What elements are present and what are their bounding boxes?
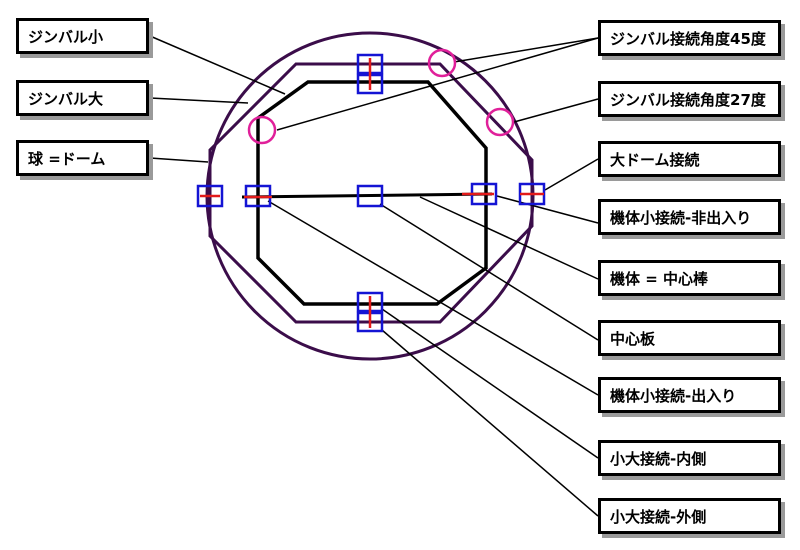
angle-markers: [247, 48, 515, 145]
label-large-dome-connection-text: 大ドーム接続: [610, 150, 700, 169]
gimbal-large-octagon: [208, 62, 534, 324]
label-body-small-conn-io: 機体小接続-出入り: [598, 377, 781, 413]
label-body-small-conn-non-io: 機体小接続-非出入り: [598, 199, 781, 235]
label-small-large-conn-inner: 小大接続-内側: [598, 440, 781, 476]
label-small-large-conn-outer: 小大接続-外側: [598, 498, 781, 534]
label-body-center-rod-text: 機体 = 中心棒: [610, 269, 709, 288]
label-gimbal-angle-45: ジンバル接続角度45度: [598, 20, 781, 56]
leader-lines-right: [267, 37, 599, 517]
label-gimbal-large-text: ジンバル大: [28, 89, 104, 108]
leader-angle27: [513, 98, 599, 123]
label-gimbal-small-text: ジンバル小: [28, 27, 104, 46]
leader-body-small-io: [267, 200, 599, 396]
center-rod: [241, 192, 493, 199]
leader-center-plate: [379, 203, 599, 341]
leader-angle45-a: [453, 37, 599, 63]
angle45-marker-left: [247, 115, 277, 145]
leader-small-large-inner: [381, 308, 599, 459]
gimbal-small-octagon: [256, 80, 488, 306]
label-small-large-conn-inner-text: 小大接続-内側: [610, 449, 707, 468]
label-gimbal-large: ジンバル大: [16, 80, 149, 116]
label-body-small-conn-io-text: 機体小接続-出入り: [610, 386, 737, 405]
label-center-plate-text: 中心板: [610, 329, 656, 348]
label-sphere-dome: 球 =ドーム: [16, 140, 149, 176]
leader-gimbal-small: [149, 35, 286, 95]
angle45-marker-top: [427, 48, 457, 78]
connector-center-plate: [356, 184, 384, 208]
label-gimbal-small: ジンバル小: [16, 18, 149, 54]
label-gimbal-angle-27-text: ジンバル接続角度27度: [610, 90, 766, 109]
label-sphere-dome-text: 球 =ドーム: [28, 149, 106, 168]
label-small-large-conn-outer-text: 小大接続-外側: [610, 507, 707, 526]
leader-lines-left: [149, 35, 286, 163]
label-gimbal-angle-27: ジンバル接続角度27度: [598, 81, 781, 117]
connector-left-outer: [196, 184, 224, 208]
label-gimbal-angle-45-text: ジンバル接続角度45度: [610, 29, 766, 48]
label-body-small-conn-non-io-text: 機体小接続-非出入り: [610, 208, 752, 227]
leader-sphere-dome: [149, 157, 209, 163]
leader-angle45-b: [276, 37, 599, 131]
leader-small-large-outer: [381, 329, 599, 517]
leader-large-dome: [544, 158, 599, 191]
connection-marks: [200, 58, 544, 328]
label-large-dome-connection: 大ドーム接続: [598, 141, 781, 177]
leader-body-small-non-io: [496, 195, 599, 224]
leader-gimbal-large: [149, 97, 249, 104]
label-body-center-rod: 機体 = 中心棒: [598, 260, 781, 296]
leader-body-center-rod: [419, 196, 599, 280]
label-center-plate: 中心板: [598, 320, 781, 356]
angle27-marker: [485, 107, 515, 137]
